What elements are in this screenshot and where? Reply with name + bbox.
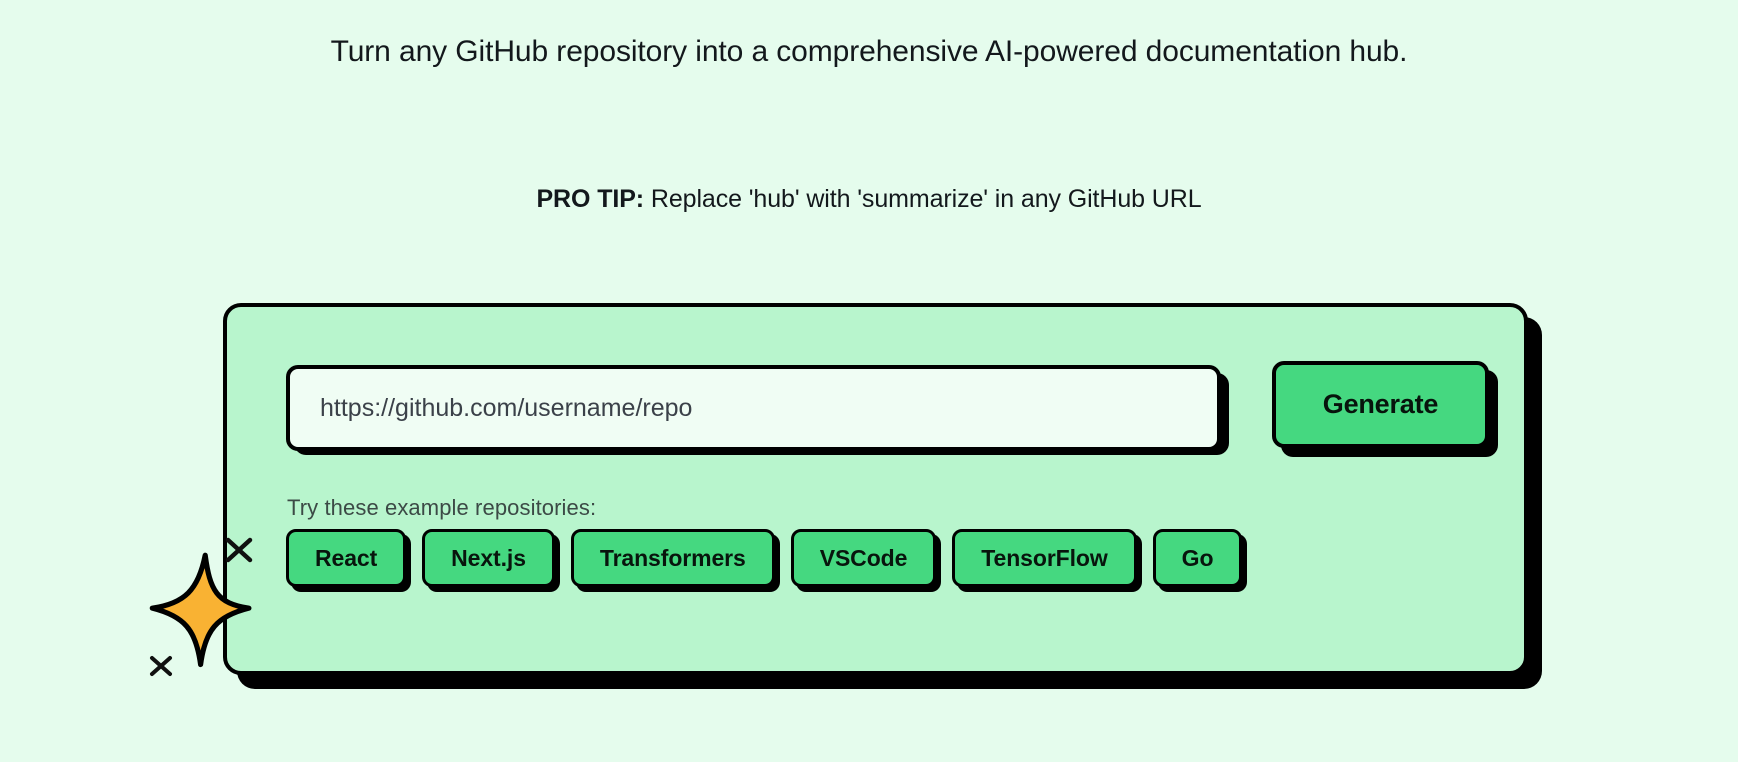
repo-url-input-wrap [286,365,1229,455]
example-repo-chips: React Next.js Transformers VSCode Tensor… [286,529,1243,587]
hero-section: Turn any GitHub repository into a compre… [0,28,1738,76]
example-chip-go[interactable]: Go [1152,529,1243,587]
examples-label: Try these example repositories: [287,495,597,520]
generate-button[interactable]: Generate [1272,361,1489,448]
card-surface: Generate Try these example repositories:… [223,303,1528,675]
example-chip-tensorflow[interactable]: TensorFlow [952,529,1137,587]
pro-tip-label: PRO TIP: [536,185,645,213]
repo-input-card: Generate Try these example repositories:… [223,303,1542,689]
page-tagline: Turn any GitHub repository into a compre… [330,35,1408,68]
generate-button-wrap: Generate [1272,361,1498,457]
example-chip-transformers[interactable]: Transformers [570,529,775,587]
repo-url-input[interactable] [286,365,1221,451]
example-chip-vscode[interactable]: VSCode [790,529,937,587]
plus-sparkle-icon-bottom [150,656,172,676]
example-chip-react[interactable]: React [286,529,407,587]
pro-tip-text: Replace 'hub' with 'summarize' in any Gi… [644,185,1202,213]
pro-tip-banner: PRO TIP: Replace 'hub' with 'summarize' … [0,182,1738,216]
repo-url-row: Generate [286,361,1498,457]
example-chip-nextjs[interactable]: Next.js [422,529,555,587]
